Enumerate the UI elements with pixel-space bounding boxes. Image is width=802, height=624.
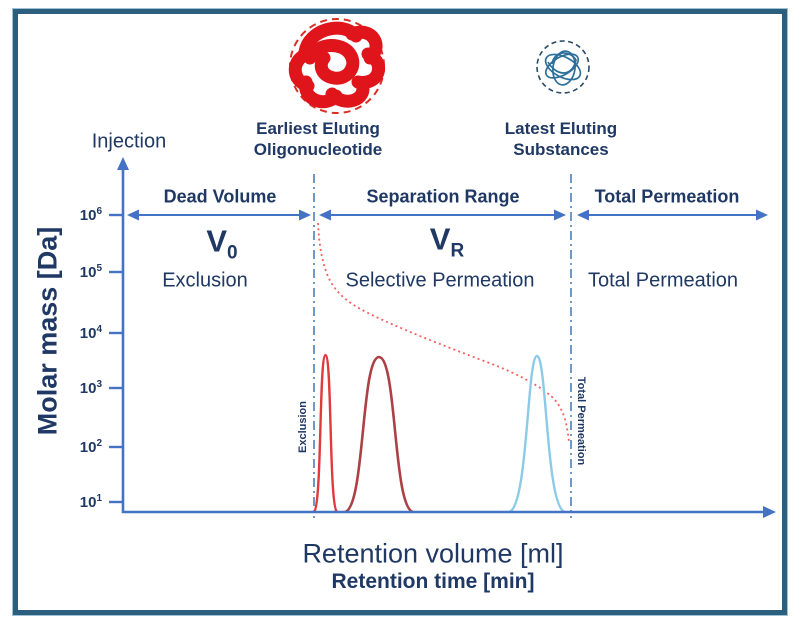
v0-symbol: V0 xyxy=(206,223,238,264)
y-axis-arrowhead xyxy=(117,157,129,170)
separation-range-arrow xyxy=(319,209,566,221)
latest-eluting-caption: Latest Eluting Substances xyxy=(504,119,618,159)
y-axis-ticks xyxy=(109,213,123,504)
y-tick-label-1e1: 101 xyxy=(79,493,102,511)
calibration-curve xyxy=(317,222,570,445)
y-axis xyxy=(109,157,129,513)
region-header-total-permeation: Total Permeation xyxy=(594,186,740,207)
injection-label: Injection xyxy=(91,130,167,153)
y-tick-label-1e2: 102 xyxy=(79,438,102,456)
vr-symbol: VR xyxy=(429,221,465,262)
y-tick-label-1e4: 104 xyxy=(79,324,102,342)
resolved-peak xyxy=(344,355,414,514)
x-axis-title-secondary: Retention time [min] xyxy=(331,570,535,593)
total-permeation-range-arrow xyxy=(577,209,768,221)
total-permeation-boundary-label: Total Permeation xyxy=(575,376,587,466)
diagram-border xyxy=(13,9,787,615)
region-sublabel-exclusion: Exclusion xyxy=(162,269,248,292)
y-tick-label-1e3: 103 xyxy=(79,379,102,397)
total-permeation-peak xyxy=(508,354,566,514)
x-axis xyxy=(122,506,776,518)
excluded-peak xyxy=(312,353,339,513)
region-header-dead-volume: Dead Volume xyxy=(163,186,277,207)
region-sublabel-total-permeation: Total Permeation xyxy=(587,269,739,292)
region-header-separation-range: Separation Range xyxy=(366,186,520,207)
y-tick-label-1e5: 105 xyxy=(79,263,102,281)
exclusion-boundary-label: Exclusion xyxy=(297,401,309,453)
x-axis-title-primary: Retention volume [ml] xyxy=(302,538,564,569)
region-sublabel-selective-permeation: Selective Permeation xyxy=(345,269,535,292)
y-axis-title: Molar mass [Da] xyxy=(32,226,63,436)
earliest-eluting-caption: Earliest Eluting Oligonucleotide xyxy=(253,119,383,159)
blue-polymer-coil-icon xyxy=(536,40,590,94)
red-polymer-coil-icon xyxy=(288,18,385,114)
x-axis-arrowhead xyxy=(763,506,776,518)
y-tick-label-1e6: 106 xyxy=(79,206,102,224)
dead-volume-range-arrow xyxy=(127,209,311,221)
